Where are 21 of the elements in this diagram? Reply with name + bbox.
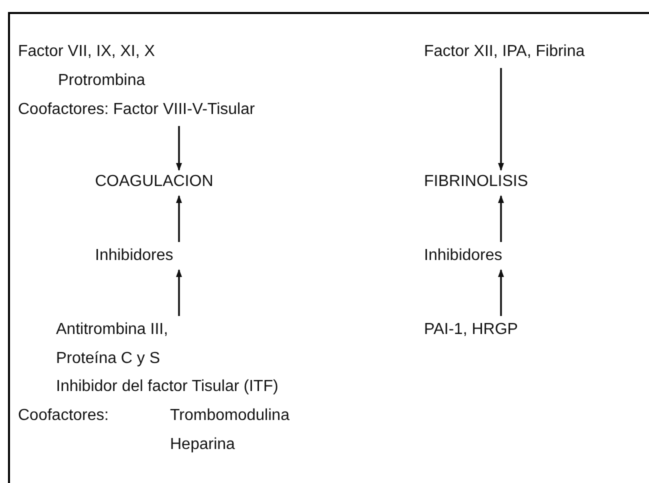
node-text: Protrombina [58,71,146,91]
arrow [498,68,504,171]
node-text: Antitrombina III, [56,320,168,340]
node-text: Heparina [170,435,235,455]
node-text: Inhibidor del factor Tisular (ITF) [56,377,278,397]
node-text: COAGULACION [95,172,214,192]
node-text: Trombomodulina [170,406,290,426]
arrow [498,195,504,242]
node-text: Coofactores: Factor VIII-V-Tisular [18,100,255,120]
node-text: Inhibidores [95,246,174,266]
node-text: Coofactores: [18,406,109,426]
node-text: Proteína C y S [56,349,160,369]
arrow [176,269,182,316]
node-text: Factor XII, IPA, Fibrina [424,42,585,62]
node-text: Factor VII, IX, XI, X [18,42,155,62]
node-text: Inhibidores [424,246,502,266]
node-text: FIBRINOLISIS [424,172,528,192]
arrow [498,269,504,316]
arrow [176,195,182,242]
arrow [176,126,182,171]
node-text: PAI-1, HRGP [424,320,518,340]
